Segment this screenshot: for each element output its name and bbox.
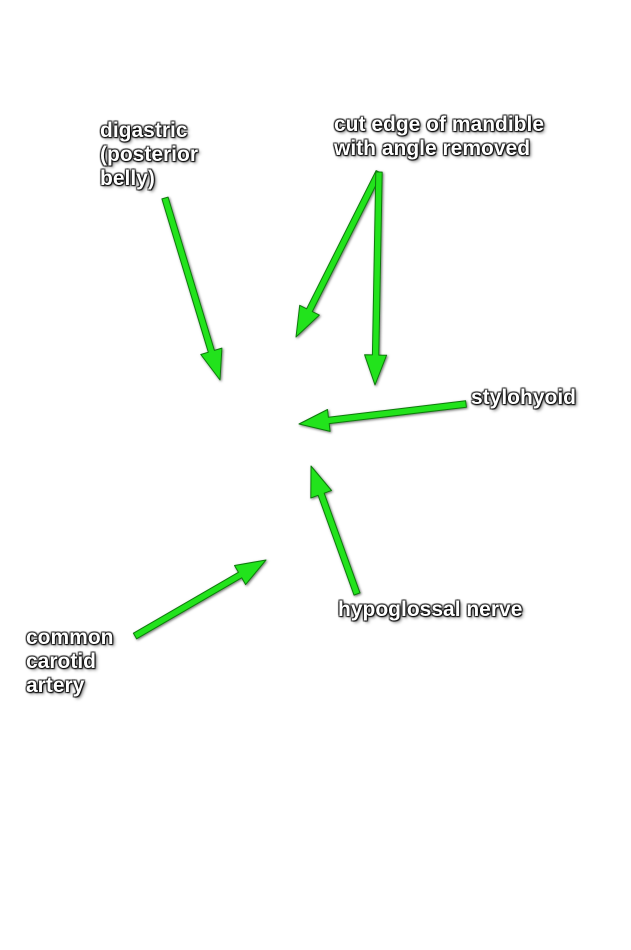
label-line: belly) [100,167,155,190]
arrow-mandible-2 [364,171,388,386]
arrow-carotid [132,559,267,640]
arrow-hypoglossal [310,465,361,596]
label-line: digastric [100,119,188,142]
label-line: hypoglossal nerve [338,598,523,621]
label-cut-edge-of-mandible: cut edge of mandible with angle removed [334,113,544,161]
label-line: (posterior [100,143,199,166]
label-common-carotid-artery: common carotid artery [26,626,114,698]
label-line: common [26,626,114,649]
label-digastric-posterior-belly: digastric (posterior belly) [100,119,198,191]
label-line: carotid [26,650,97,673]
label-line: cut edge of mandible [334,113,545,136]
label-hypoglossal-nerve: hypoglossal nerve [338,598,522,622]
arrow-mandible-1 [295,170,383,338]
arrow-digastric [161,196,223,381]
label-line: stylohyoid [471,386,577,409]
label-stylohyoid: stylohyoid [471,386,576,410]
arrow-stylohyoid [298,400,467,432]
label-line: artery [26,674,85,697]
label-line: with angle removed [334,137,531,160]
